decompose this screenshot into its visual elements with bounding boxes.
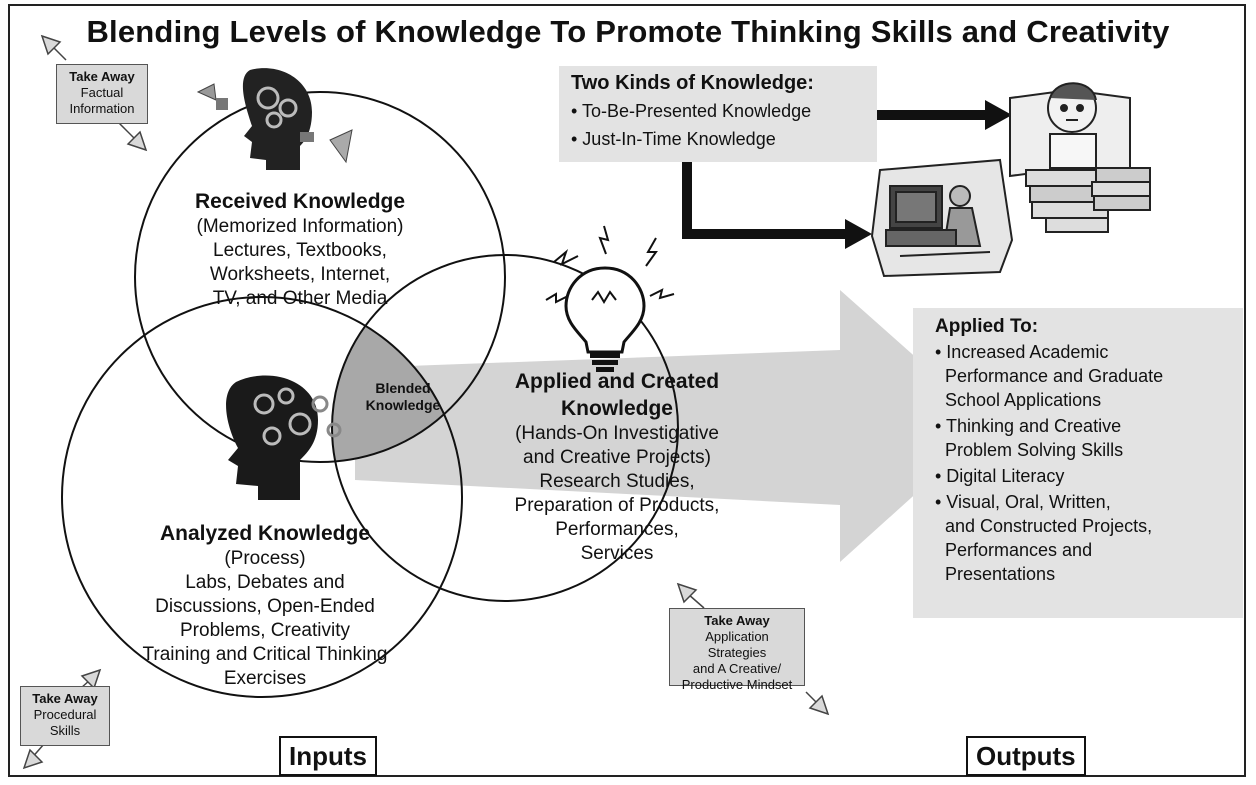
analyzed-knowledge-heading: Analyzed Knowledge: [159, 522, 371, 545]
applied-to-line: • Visual, Oral, Written,: [935, 492, 1111, 512]
takeaway-application-line: and A Creative/: [692, 661, 782, 676]
two-kinds-box: Two Kinds of Knowledge: • To-Be-Presente…: [559, 66, 877, 162]
arrow-to-computer: [682, 162, 850, 239]
applied-to-line: and Constructed Projects,: [945, 516, 1153, 536]
takeaway-procedural-heading: Take Away: [32, 691, 98, 706]
received-knowledge-heading: Received Knowledge: [194, 190, 406, 213]
takeaway-application-heading: Take Away: [704, 613, 770, 628]
applied-to-line: Performance and Graduate: [945, 366, 1164, 386]
applied-to-item: • Digital Literacy: [935, 464, 1229, 488]
applied-to-line: • Digital Literacy: [935, 466, 1065, 486]
outputs-label: Outputs: [966, 736, 1086, 776]
applied-to-item: • Thinking and Creative Problem Solving …: [935, 414, 1229, 462]
gears-head-icon: [196, 68, 353, 170]
applied-to-item: • Increased Academic Performance and Gra…: [935, 340, 1229, 412]
student-books-icon: [1009, 82, 1151, 233]
applied-to-item: • Visual, Oral, Written, and Constructed…: [935, 490, 1229, 586]
applied-to-line: Presentations: [945, 564, 1056, 584]
takeaway-application-line: Application Strategies: [705, 629, 769, 660]
inputs-label: Inputs: [279, 736, 377, 776]
applied-to-line: • Increased Academic: [935, 342, 1109, 362]
light-bulb-icon: [545, 225, 675, 372]
takeaway-application-line: Productive Mindset: [681, 677, 793, 692]
applied-created-line: Services: [580, 543, 654, 564]
applied-to-line: Problem Solving Skills: [945, 440, 1124, 460]
applied-to-line: • Thinking and Creative: [935, 416, 1122, 436]
applied-circle: [331, 254, 679, 602]
analyzed-line: Labs, Debates and: [185, 572, 345, 593]
takeaway-procedural-line: Skills: [49, 723, 81, 738]
analyzed-circle: [61, 296, 463, 698]
applied-created-heading: Knowledge: [560, 397, 673, 420]
takeaway-procedural-box: Take Away Procedural Skills: [20, 686, 110, 746]
received-line: Lectures, Textbooks,: [213, 240, 387, 261]
blended-line: Blended: [375, 380, 431, 396]
output-arrow: [355, 290, 992, 562]
applied-created-line: Performances,: [555, 519, 679, 540]
applied-created-line: (Hands-On Investigative: [515, 423, 719, 444]
applied-created-heading: Applied and Created: [514, 370, 720, 393]
analyzed-knowledge-text: Analyzed Knowledge (Process) Labs, Debat…: [106, 520, 424, 691]
applied-to-line: Performances and: [945, 540, 1093, 560]
blended-knowledge-label: Blended Knowledge: [355, 380, 451, 414]
takeaway-factual-line: Factual: [80, 85, 124, 100]
diagram-frame: [8, 4, 1246, 777]
applied-created-line: Research Studies,: [539, 471, 695, 492]
analyzed-line: Training and Critical Thinking: [142, 644, 388, 665]
takeaway-procedural-line: Procedural: [33, 707, 97, 722]
diagram-title: Blending Levels of Knowledge To Promote …: [86, 14, 1170, 49]
takeaway-arrow-application: [676, 582, 830, 716]
blended-line: Knowledge: [365, 397, 441, 413]
takeaway-arrow-factual: [40, 34, 148, 152]
takeaway-factual-box: Take Away Factual Information: [56, 64, 148, 124]
received-circle: [134, 91, 506, 463]
applied-to-box: Applied To: • Increased Academic Perform…: [913, 308, 1243, 618]
takeaway-factual-line: Information: [69, 101, 135, 116]
analyzed-line: Discussions, Open-Ended: [155, 596, 375, 617]
analyzed-line: Exercises: [223, 668, 307, 689]
analyzed-line: (Process): [224, 548, 306, 569]
applied-created-line: and Creative Projects): [523, 447, 711, 468]
two-kinds-item: • To-Be-Presented Knowledge: [571, 101, 812, 121]
two-kinds-item: • Just-In-Time Knowledge: [571, 129, 776, 149]
received-line: Worksheets, Internet,: [209, 264, 391, 285]
analyzed-line: Problems, Creativity: [180, 620, 350, 641]
applied-to-heading: Applied To:: [935, 316, 1039, 337]
applied-to-line: School Applications: [945, 390, 1102, 410]
takeaway-application-box: Take Away Application Strategies and A C…: [669, 608, 805, 692]
received-line: (Memorized Information): [196, 216, 404, 237]
applied-created-line: Preparation of Products,: [514, 495, 720, 516]
computer-user-icon: [870, 158, 1014, 278]
two-kinds-heading: Two Kinds of Knowledge:: [571, 72, 814, 94]
gears-head-profile-icon: [226, 375, 342, 500]
received-line: TV, and Other Media: [212, 288, 388, 309]
takeaway-factual-heading: Take Away: [69, 69, 135, 84]
applied-created-knowledge-text: Applied and Created Knowledge (Hands-On …: [478, 368, 756, 566]
received-knowledge-text: Received Knowledge (Memorized Informatio…: [150, 188, 450, 311]
